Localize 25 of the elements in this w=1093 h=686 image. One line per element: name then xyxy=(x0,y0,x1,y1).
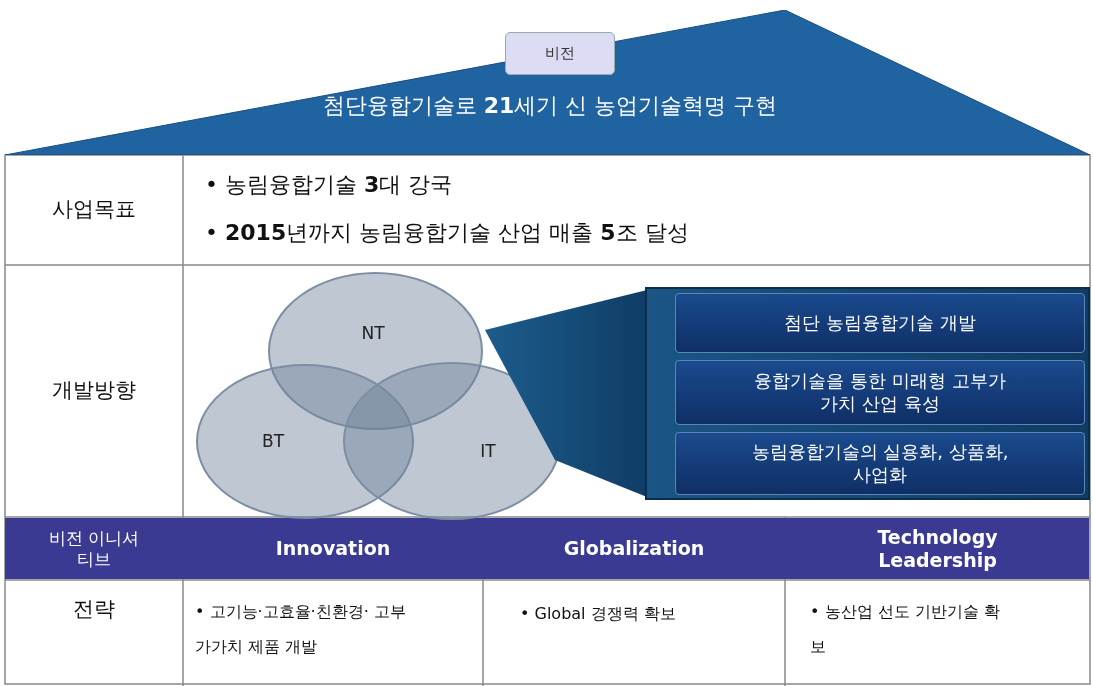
circle-label: NT xyxy=(360,322,386,345)
column-heading: Innovation xyxy=(274,536,392,562)
bullet-text: • 농산업 선도 기반기술 확보 xyxy=(810,601,1000,659)
column-heading: Globalization xyxy=(562,536,706,562)
column-heading: Technology Leadership xyxy=(876,524,999,573)
bullet-text: • 고기능·고효율·친환경· 고부가가치 제품 개발 xyxy=(195,601,407,659)
circle-label: IT xyxy=(479,440,497,463)
row-heading: 사업목표 xyxy=(51,196,137,224)
row-heading: 전략 xyxy=(72,596,116,624)
row-heading: 개발방향 xyxy=(51,377,137,405)
bullet-text: • 2015년까지 농림융합기술 산업 매출 5조 달성 xyxy=(205,218,690,247)
direction-text: 융합기술을 통한 미래형 고부가가치 산업 육성 xyxy=(753,369,1007,416)
direction-box xyxy=(675,293,1085,353)
circle-label: BT xyxy=(260,430,286,453)
bullet-text: • 농림융합기술 3대 강국 xyxy=(205,170,454,199)
row-heading: 비전 이니셔티브 xyxy=(5,518,183,579)
bullet-text: • Global 경쟁력 확보 xyxy=(520,603,677,626)
vision-badge xyxy=(505,32,615,75)
direction-box xyxy=(675,360,1085,425)
roof-triangle xyxy=(5,10,1090,155)
badge-label: 비전 xyxy=(544,43,576,64)
direction-box xyxy=(675,432,1085,495)
direction-text: 첨단 농림융합기술 개발 xyxy=(783,310,977,335)
direction-text: 농림융합기술의 실용화, 상품화, 사업화 xyxy=(750,440,1010,487)
vision-statement: 첨단융합기술로 21세기 신 농업기술혁명 구현 xyxy=(321,92,779,120)
